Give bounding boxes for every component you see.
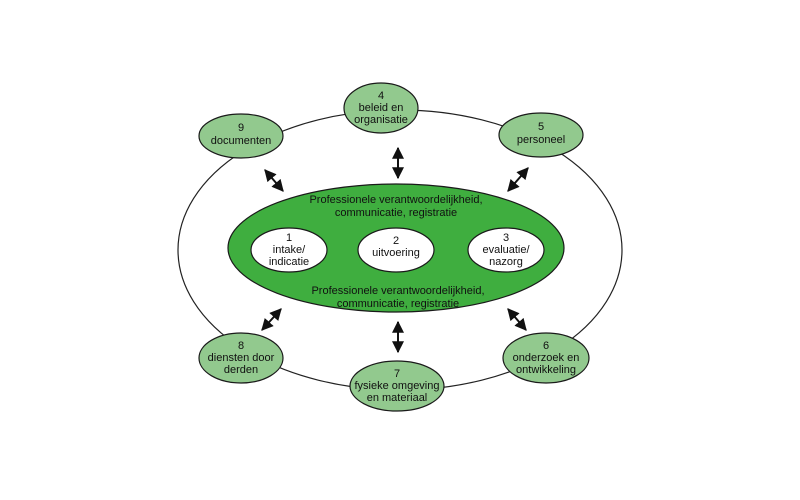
double-arrow-icon	[264, 169, 284, 192]
inner-step-number: 3	[503, 232, 509, 244]
inner-step-label-line1: intake/	[273, 244, 306, 256]
node-diensten-derden[interactable]: 8 diensten door derden	[198, 332, 284, 384]
inner-step-uitvoering[interactable]: 2 uitvoering	[357, 227, 435, 273]
inner-step-number: 1	[286, 232, 292, 244]
inner-step-label-line2: nazorg	[489, 256, 523, 268]
node-label-line2: en materiaal	[367, 392, 428, 404]
node-label-line1: documenten	[211, 135, 272, 147]
node-label-line1: diensten door	[208, 352, 275, 364]
center-top-line1: Professionele verantwoordelijkheid,	[309, 194, 482, 206]
node-number: 9	[238, 122, 244, 134]
node-label-line2: derden	[224, 364, 258, 376]
node-documenten[interactable]: 9 documenten	[198, 113, 284, 159]
node-number: 5	[538, 121, 544, 133]
node-number: 6	[543, 340, 549, 352]
node-label-line1: fysieke omgeving	[355, 380, 440, 392]
node-number: 8	[238, 340, 244, 352]
node-label-line1: personeel	[517, 134, 565, 146]
inner-step-intake[interactable]: 1 intake/ indicatie	[250, 227, 328, 273]
node-fysieke-omgeving[interactable]: 7 fysieke omgeving en materiaal	[349, 360, 445, 412]
inner-step-number: 2	[393, 235, 399, 247]
double-arrow-icon	[507, 308, 527, 331]
node-personeel[interactable]: 5 personeel	[498, 112, 584, 158]
inner-step-evaluatie[interactable]: 3 evaluatie/ nazorg	[467, 227, 545, 273]
double-arrow-icon	[507, 167, 529, 192]
node-label-line1: onderzoek en	[513, 352, 580, 364]
inner-step-label-line2: indicatie	[269, 256, 309, 268]
node-label-line2: organisatie	[354, 114, 408, 126]
center-bottom-line1: Professionele verantwoordelijkheid,	[311, 285, 484, 297]
inner-step-label-line1: evaluatie/	[482, 244, 530, 256]
center-top-line2: communicatie, registratie	[335, 207, 457, 219]
node-number: 4	[378, 90, 384, 102]
node-onderzoek-ontwikkeling[interactable]: 6 onderzoek en ontwikkeling	[502, 332, 590, 384]
node-number: 7	[394, 368, 400, 380]
connector-arrows	[261, 146, 529, 354]
double-arrow-icon	[261, 308, 282, 331]
inner-step-label-line1: uitvoering	[372, 247, 420, 259]
node-beleid-organisatie[interactable]: 4 beleid en organisatie	[343, 82, 419, 134]
node-label-line1: beleid en	[359, 102, 404, 114]
center-bottom-line2: communicatie, registratie	[337, 298, 459, 310]
node-label-line2: ontwikkeling	[516, 364, 576, 376]
